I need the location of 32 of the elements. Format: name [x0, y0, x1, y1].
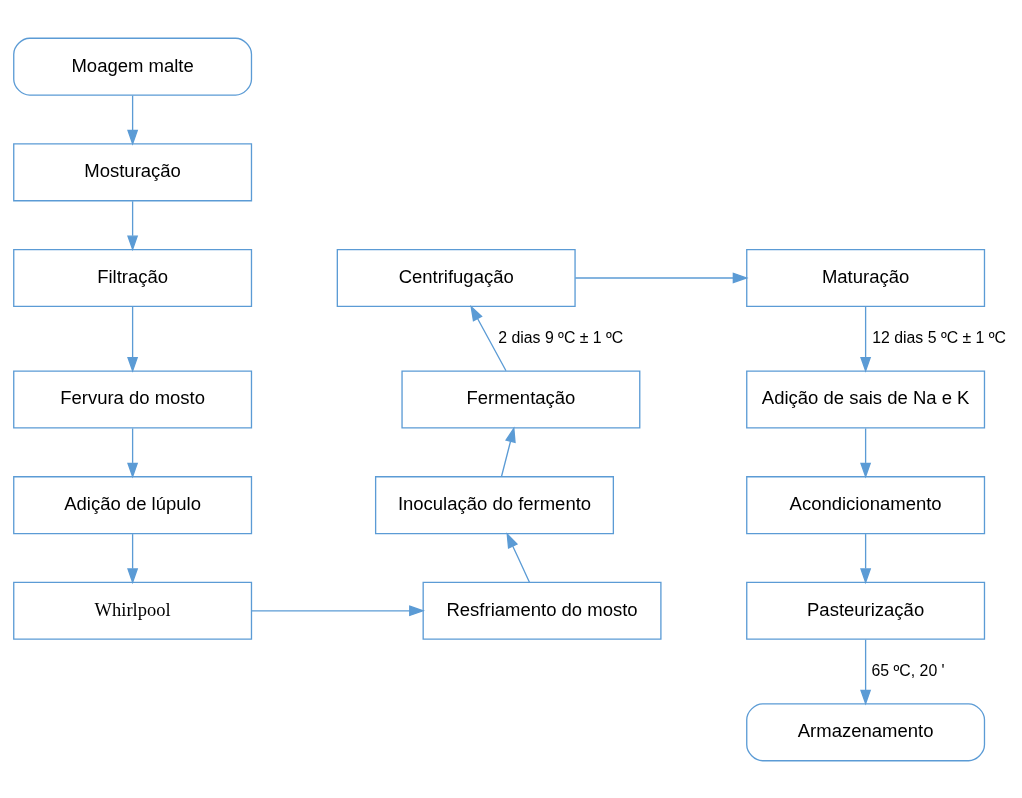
arrow [127, 305, 139, 373]
arrow [500, 426, 516, 477]
node-box: Filtração [13, 248, 253, 307]
arrow [860, 427, 872, 478]
node-box: Resfriamento do mosto [422, 581, 662, 640]
node-box: Maturação [746, 248, 986, 307]
arrow [574, 271, 749, 284]
node-box: Pasteurização [746, 581, 986, 640]
arrow [860, 532, 872, 584]
edge-label: 12 dias 5 ºC ± 1 ºC [872, 328, 1007, 346]
arrow [506, 531, 531, 583]
edge-label: 2 dias 9 ºC ± 1 ºC [498, 328, 624, 346]
node-box: Acondicionamento [746, 475, 986, 534]
arrow [127, 427, 139, 478]
node-box: Fermentação [401, 369, 641, 429]
node-box: Moagem malte [13, 37, 253, 96]
arrow [470, 304, 507, 371]
node-box: Mosturação [13, 142, 253, 201]
arrow [860, 638, 872, 706]
arrow [860, 305, 872, 373]
node-box: Fervura do mosto [13, 369, 253, 429]
edge-label: 65 ºC, 20 ' [871, 661, 945, 679]
arrow [251, 604, 425, 616]
node-box: Armazenamento [746, 702, 986, 761]
node-box: Whirlpool [13, 581, 253, 640]
node-box: Inoculação do fermento [374, 475, 614, 534]
arrow [127, 200, 139, 251]
node-box: Centrifugação [336, 248, 576, 307]
node-box: Adição de sais de Na e K [746, 369, 986, 429]
arrow [127, 94, 139, 146]
node-box: Adição de lúpulo [13, 475, 253, 534]
arrow [127, 532, 139, 584]
